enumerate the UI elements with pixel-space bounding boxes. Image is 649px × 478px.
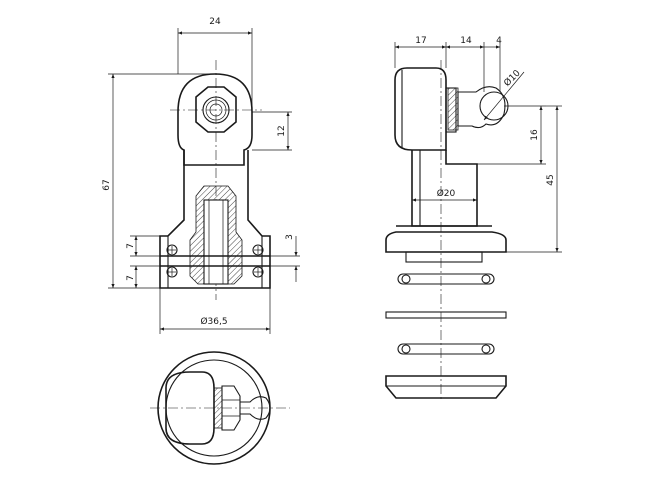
dim-side-16: 16 — [530, 129, 540, 141]
dim-side-4: 4 — [496, 36, 502, 46]
dim-gap-upper: 7 — [126, 243, 136, 249]
dim-offset-right: 12 — [277, 125, 287, 136]
plate-2 — [385, 311, 507, 319]
side-view: 17 14 4 Ø10 16 45 Ø20 — [385, 36, 562, 400]
dim-diameter-base: Ø36,5 — [200, 316, 227, 327]
washer-1 — [397, 273, 495, 285]
dim-gap-lower: 7 — [126, 275, 136, 281]
top-view — [150, 351, 290, 465]
dim-small-3: 3 — [285, 234, 295, 240]
screw-left — [166, 244, 178, 278]
dim-side-45: 45 — [546, 174, 556, 185]
dim-side-17: 17 — [415, 36, 426, 46]
dim-width-top: 24 — [209, 17, 221, 27]
dim-stem-diameter: Ø20 — [437, 188, 456, 199]
dim-ball-diameter: Ø10 — [502, 68, 523, 89]
washer-3 — [397, 343, 495, 355]
screw-right — [252, 244, 264, 278]
dim-side-14: 14 — [460, 36, 472, 46]
dim-height-overall: 67 — [102, 179, 112, 190]
hex-nut-outline — [195, 86, 237, 133]
front-view: 24 67 12 7 7 3 Ø36,5 — [102, 17, 300, 334]
base-disk — [385, 375, 507, 399]
